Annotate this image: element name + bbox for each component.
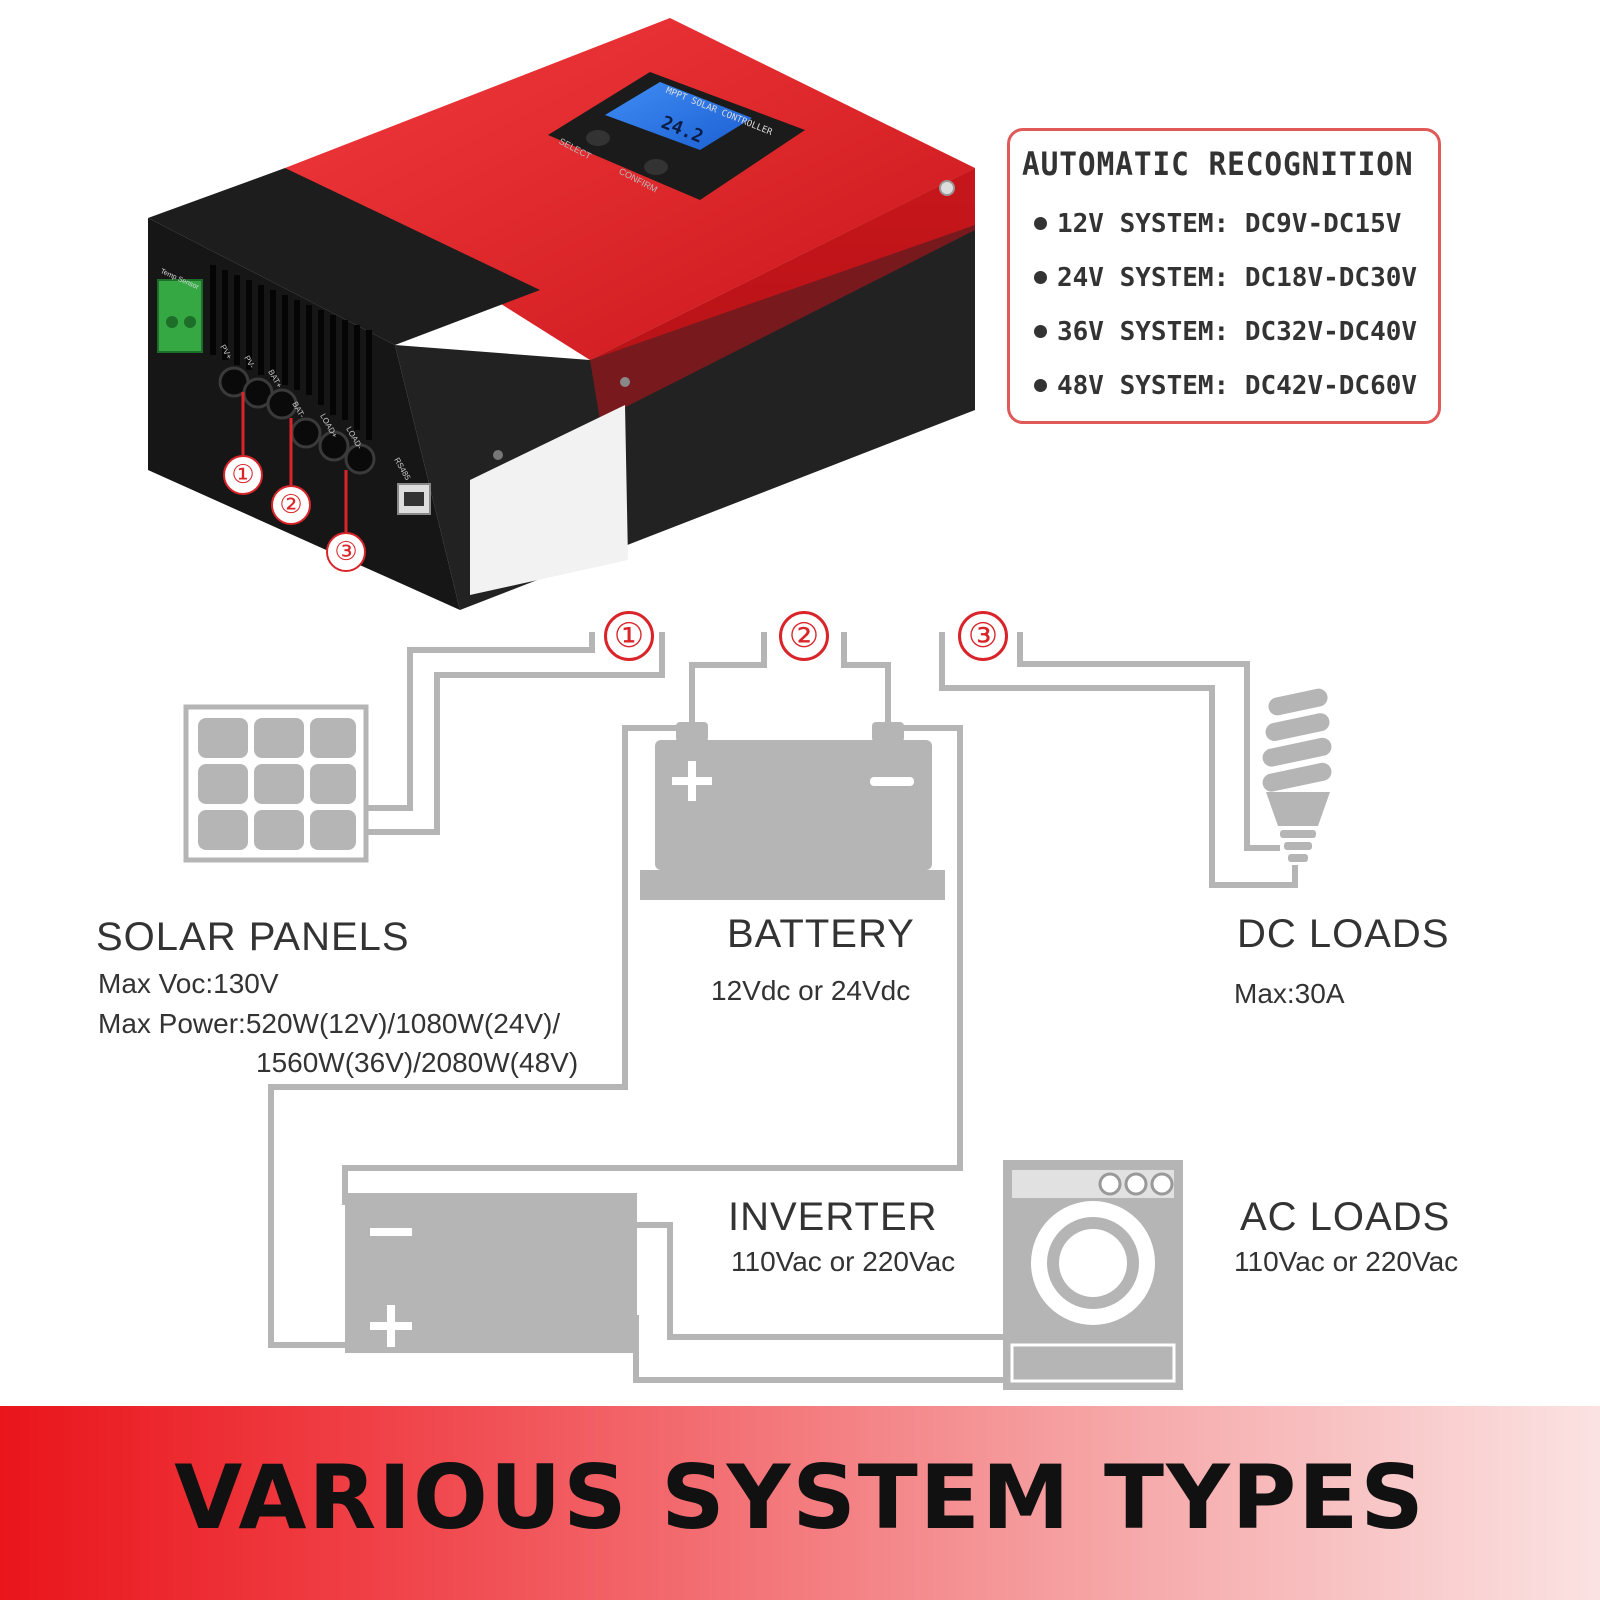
diagram-marker-2: ②	[779, 611, 829, 661]
bottom-banner: VARIOUS SYSTEM TYPES	[0, 1406, 1600, 1600]
solar-max-power-cont: 1560W(36V)/2080W(48V)	[256, 1047, 579, 1078]
device-callout-1: ①	[223, 455, 263, 495]
device-sticker-label	[470, 405, 628, 595]
select-button	[586, 130, 610, 146]
bullet-icon	[1034, 324, 1047, 338]
load-wire-pos	[939, 632, 1298, 888]
recognition-item-12v: 12V SYSTEM: DC9V-DC15V	[1022, 197, 1426, 251]
device-callout-3: ③	[326, 532, 366, 572]
temp-sensor-connector	[157, 279, 203, 353]
battery-icon	[640, 722, 945, 900]
bullet-icon	[1034, 270, 1047, 284]
dc-loads-spec: Max:30A	[1234, 978, 1345, 1009]
solar-panel-icon	[183, 704, 369, 863]
wiring	[268, 632, 1298, 1383]
inverter-to-ac-wire-1	[636, 1222, 1003, 1340]
battery-title: BATTERY	[727, 912, 915, 956]
battery-to-inverter-neg	[342, 725, 963, 1205]
battery-wire-neg	[841, 632, 891, 728]
device-callout-2: ②	[271, 485, 311, 525]
device-top-black-cap	[148, 168, 540, 345]
solar-panels-title: SOLAR PANELS	[96, 915, 410, 959]
lcd-screen	[605, 82, 752, 150]
diagram-marker-3: ③	[958, 611, 1008, 661]
solar-max-power: Max Power:520W(12V)/1080W(24V)/	[98, 1008, 561, 1039]
bullet-icon	[1034, 216, 1047, 230]
callout-leaders	[241, 392, 348, 532]
plus-icon	[387, 1305, 395, 1347]
recognition-title: AUTOMATIC RECOGNITION	[1022, 145, 1414, 183]
minus-icon	[870, 777, 914, 786]
battery-to-inverter-pos	[268, 725, 692, 1348]
plus-icon	[688, 761, 696, 801]
diagram-marker-1: ①	[604, 611, 654, 661]
inverter-spec: 110Vac or 220Vac	[731, 1246, 956, 1277]
battery-spec: 12Vdc or 24Vdc	[711, 975, 911, 1006]
ac-loads-title: AC LOADS	[1240, 1195, 1451, 1239]
cfl-bulb-icon	[1262, 688, 1332, 862]
inverter-icon	[345, 1193, 637, 1353]
bullet-icon	[1034, 378, 1047, 392]
minus-icon	[370, 1228, 412, 1236]
dc-loads-title: DC LOADS	[1237, 912, 1450, 956]
solar-wire-neg	[365, 632, 665, 835]
inverter-title: INVERTER	[728, 1195, 938, 1239]
load-wire-neg	[1017, 632, 1280, 851]
washing-machine-icon	[1003, 1160, 1183, 1390]
inverter-to-ac-wire-2	[633, 1315, 1003, 1383]
solar-controller-device	[148, 18, 975, 610]
vent-slots	[210, 265, 372, 440]
recognition-item-24v: 24V SYSTEM: DC18V-DC30V	[1022, 251, 1426, 305]
device-red-band	[590, 168, 975, 420]
confirm-button	[644, 159, 668, 175]
recognition-item-36v: 36V SYSTEM: DC32V-DC40V	[1022, 305, 1426, 359]
battery-wire-pos	[689, 632, 767, 728]
solar-max-voc: Max Voc:130V	[98, 968, 279, 999]
solar-wire-pos	[365, 632, 595, 811]
recognition-item-48v: 48V SYSTEM: DC42V-DC60V	[1022, 359, 1426, 413]
terminal-sockets	[218, 366, 376, 475]
ac-loads-spec: 110Vac or 220Vac	[1234, 1246, 1459, 1277]
banner-title: VARIOUS SYSTEM TYPES	[174, 1446, 1426, 1549]
automatic-recognition-panel: AUTOMATIC RECOGNITION 12V SYSTEM: DC9V-D…	[1007, 128, 1441, 424]
